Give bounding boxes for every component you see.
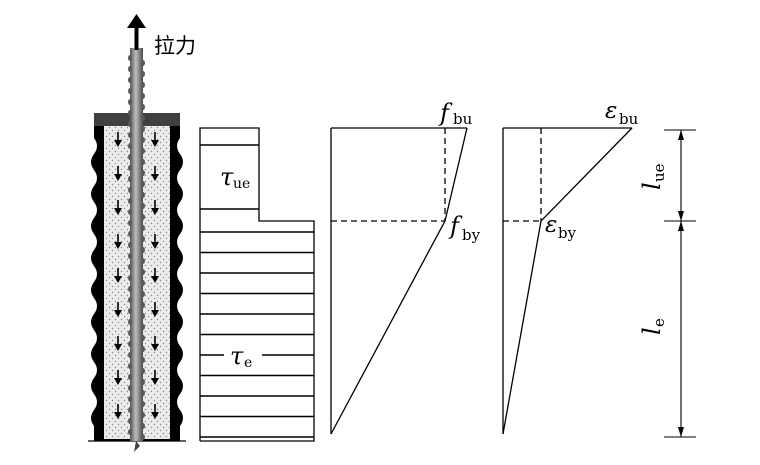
bond-arrow	[114, 336, 122, 351]
f-bu-label: f bu	[438, 99, 473, 128]
specimen: 拉力	[88, 14, 196, 452]
bond-arrow	[151, 370, 159, 385]
svg-text:l: l	[638, 182, 666, 190]
l-e-label: l e	[638, 310, 668, 348]
bond-arrows	[114, 132, 159, 419]
svg-text:bu: bu	[453, 110, 473, 128]
bond-arrow	[114, 268, 122, 283]
svg-text:e: e	[650, 318, 668, 327]
bond-arrow	[151, 132, 159, 147]
bond-arrow	[114, 200, 122, 215]
tau-ue-label: τ ue	[216, 157, 250, 192]
svg-text:τ: τ	[220, 163, 234, 191]
bond-stress-block	[199, 127, 315, 442]
svg-text:f: f	[438, 99, 453, 127]
bond-arrow	[114, 132, 122, 147]
length-dimension	[664, 129, 696, 438]
f-by-label: f by	[448, 212, 481, 244]
svg-text:ε: ε	[545, 212, 557, 238]
bond-arrow	[114, 166, 122, 181]
pull-arrow	[127, 14, 146, 50]
svg-text:bu: bu	[619, 110, 639, 128]
l-ue-label: l ue	[638, 158, 668, 202]
bond-arrow	[151, 234, 159, 249]
svg-text:ue: ue	[233, 176, 250, 192]
bond-arrow	[151, 166, 159, 181]
eps-bu-label: ε bu	[605, 98, 639, 128]
bond-arrow	[114, 404, 122, 419]
svg-text:ε: ε	[605, 98, 617, 124]
bond-arrow	[114, 302, 122, 317]
bond-arrow	[151, 302, 159, 317]
bond-arrow	[151, 200, 159, 215]
bond-arrow	[114, 370, 122, 385]
bond-arrow	[151, 268, 159, 283]
bond-arrow	[151, 336, 159, 351]
pull-force-label: 拉力	[154, 34, 196, 58]
bond-arrow	[151, 404, 159, 419]
bond-arrow	[114, 234, 122, 249]
svg-text:τ: τ	[230, 342, 244, 370]
svg-text:e: e	[244, 355, 252, 371]
eps-by-label: ε by	[545, 212, 577, 242]
svg-text:l: l	[638, 327, 666, 335]
tau-e-label: τ e	[224, 338, 262, 372]
strain-diagram	[502, 127, 633, 435]
strength-diagram	[330, 127, 468, 435]
svg-text:f: f	[448, 212, 463, 240]
steel-bar	[128, 48, 145, 452]
svg-text:by: by	[462, 226, 481, 244]
svg-text:by: by	[558, 224, 577, 242]
svg-text:ue: ue	[650, 163, 668, 182]
